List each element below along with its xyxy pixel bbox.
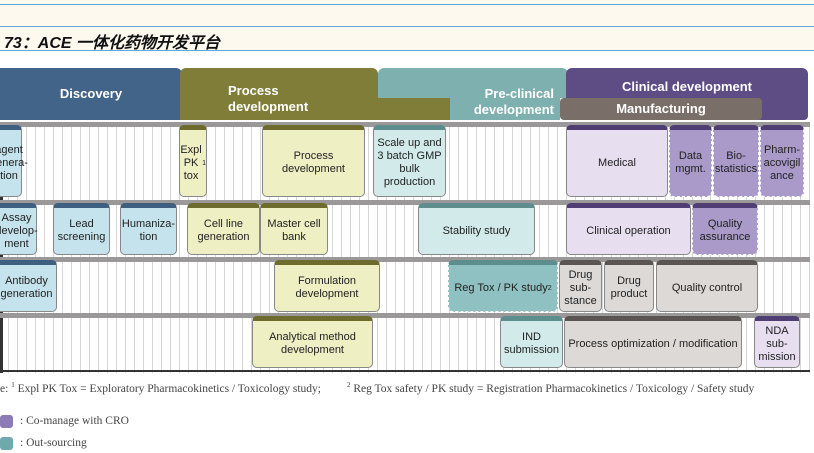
box-nda-submission: NDA sub- mission [754, 316, 800, 368]
phase-preclinical: Pre-clinical development [450, 84, 560, 120]
box-process-optimization: Process optimization / modification [564, 316, 742, 368]
box-agent-generation: agent genera- tion [0, 125, 28, 197]
legend-co-manage: : Co-manage with CRO [20, 415, 129, 427]
box-clinical-operation: Clinical operation [566, 203, 691, 255]
footnote-num: 2 [346, 381, 351, 389]
phase-process-label: Process development [228, 83, 309, 114]
box-antibody-generation: Antibody generation [0, 260, 57, 312]
box-assay-development: Assay develop- ment [0, 203, 38, 255]
box-analytical-method-development: Analytical method development [252, 316, 373, 368]
box-pharmacovigilance: Pharm- acovigil ance [760, 125, 804, 197]
box-quality-control: Quality control [656, 260, 758, 312]
box-drug-product: Drug product [604, 260, 654, 312]
box-process-development: Process development [262, 125, 365, 197]
box-medical: Medical [566, 125, 668, 197]
footnote-ref: 2 [547, 284, 552, 292]
bottom-rule [0, 370, 810, 372]
box-ind-submission: IND submission [500, 316, 563, 368]
footnote: e: 1 Expl PK Tox = Exploratory Pharmacok… [0, 381, 754, 395]
legend-swatch-co-manage [0, 415, 13, 428]
footnote-ref: 1 [202, 159, 206, 167]
phase-process-ext [370, 98, 450, 120]
box-lead-screening: Lead screening [53, 203, 110, 255]
phase-manufacturing: Manufacturing [560, 98, 762, 120]
box-drug-substance: Drug sub- stance [559, 260, 602, 312]
box-humanization: Humaniza- tion [120, 203, 177, 255]
header-band [0, 0, 814, 50]
box-stability-study: Stability study [418, 203, 535, 255]
footnote-1: Expl PK Tox = Exploratory Pharmacokineti… [14, 382, 321, 395]
box-data-mgmt: Data mgmt. [669, 125, 712, 197]
phase-discovery: Discovery [0, 68, 182, 120]
box-quality-assurance: Quality assurance [692, 203, 758, 255]
phase-process-bg [180, 68, 378, 120]
footnote-prefix: e: [0, 382, 12, 395]
box-cell-line-generation: Cell line generation [187, 203, 260, 255]
footnote-num: 1 [11, 381, 15, 389]
box-scale-up: Scale up and 3 batch GMP bulk production [373, 125, 446, 197]
label: Expl PK tox [180, 143, 202, 182]
divider [0, 26, 814, 27]
box-formulation-development: Formulation development [274, 260, 380, 312]
divider [0, 4, 814, 5]
figure-title: 73：ACE 一体化药物开发平台 [4, 35, 221, 52]
box-master-cell-bank: Master cell bank [260, 203, 328, 255]
divider [0, 50, 814, 51]
legend-outsourcing: : Out-sourcing [20, 437, 87, 449]
legend-swatch-outsourcing [0, 437, 13, 450]
box-biostatistics: Bio- statistics [713, 125, 759, 197]
label: Reg Tox / PK study [454, 281, 548, 294]
footnote-2: Reg Tox safety / PK study = Registration… [350, 382, 755, 395]
